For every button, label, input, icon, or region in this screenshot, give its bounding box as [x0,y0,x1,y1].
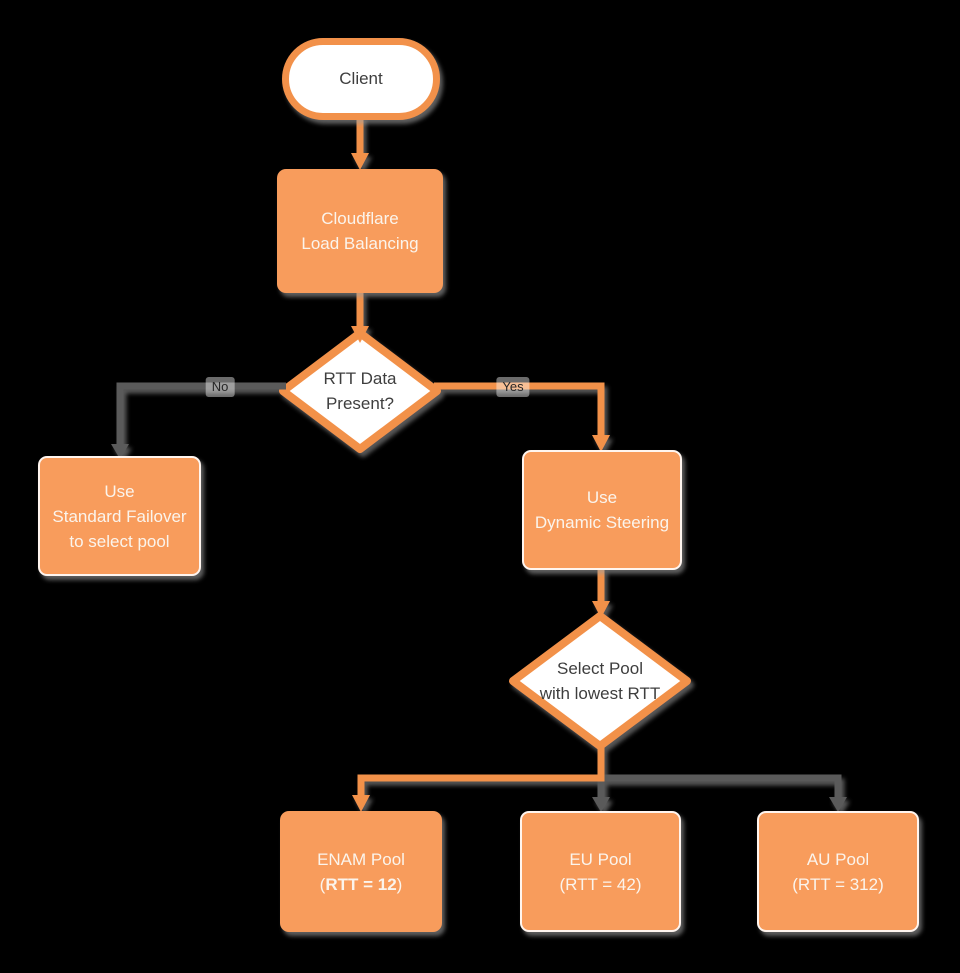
node-standard-failover: Use Standard Failover to select pool [38,456,201,576]
edge-label-no: No [205,377,235,397]
node-client: Client [282,38,440,120]
edge-to-au-pool [601,774,842,799]
node-enam-pool: ENAM Pool (RTT = 12) [280,811,442,932]
arrowhead-no-branch [111,444,129,459]
node-load-balancer: Cloudflare Load Balancing [277,169,443,293]
enam-pool-rtt: (RTT = 12) [319,874,403,894]
node-pool-decision-label: Select Pool with lowest RTT [539,659,661,703]
arrowhead-pool-decision [592,601,610,618]
node-au-pool: AU Pool (RTT = 312) [757,811,919,932]
enam-pool-name: ENAM Pool [317,849,405,869]
node-load-balancer-line1: Cloudflare [321,209,399,228]
node-client-label: Client [339,69,383,88]
edge-no-branch [116,382,286,446]
enam-pool-rtt-value: RTT = 12 [325,874,397,894]
arrowhead-enam-pool [352,795,370,812]
eu-pool-name: EU Pool [569,849,632,869]
diamond-pool-decision [509,612,691,750]
arrowhead-lb-to-rtt [351,326,369,343]
arrowhead-au-pool [829,797,847,812]
node-rtt-decision-label: RTT Data Present? [323,369,397,413]
node-load-balancer-line2: Load Balancing [301,234,419,253]
edge-label-yes: Yes [496,377,530,397]
au-pool-rtt: (RTT = 312) [792,874,884,894]
au-pool-name: AU Pool [806,849,870,869]
diamond-rtt-decision [279,329,441,453]
edge-yes-branch [434,382,605,437]
node-eu-pool: EU Pool (RTT = 42) [520,811,681,932]
arrowhead-client-to-lb [351,153,369,170]
edge-to-enam-pool [357,744,605,797]
arrowhead-eu-pool [592,797,610,812]
node-dynamic-steering: Use Dynamic Steering [522,450,682,570]
eu-pool-rtt: (RTT = 42) [559,874,642,894]
arrowhead-yes-branch [592,435,610,452]
